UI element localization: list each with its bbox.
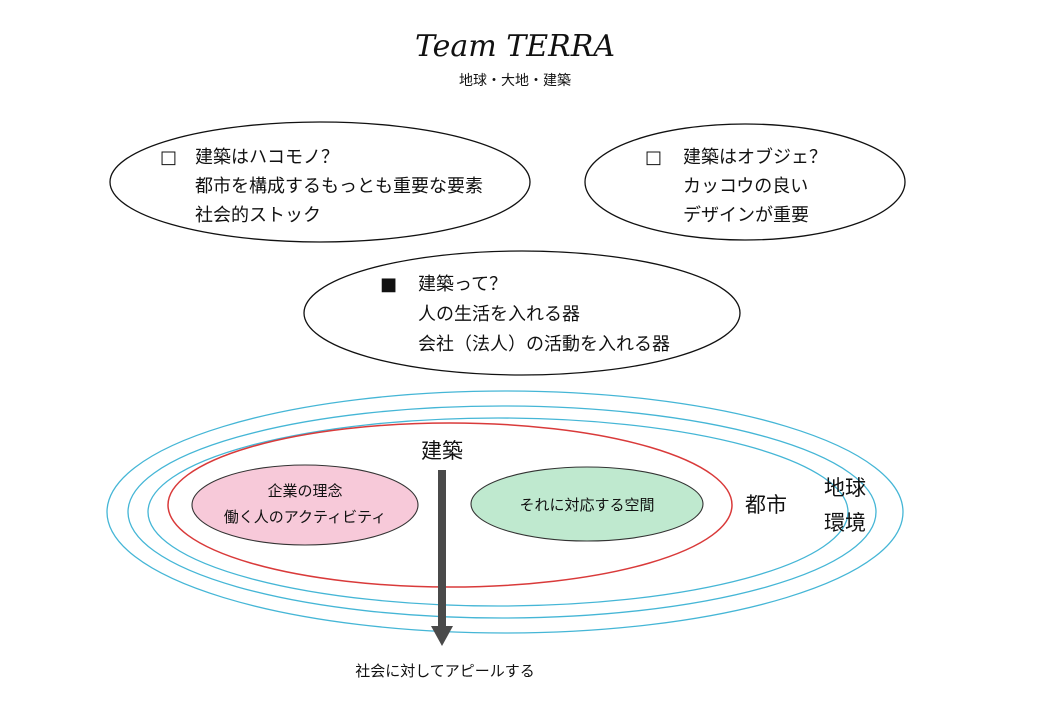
corresponding-space-ellipse: それに対応する空間 [470, 466, 704, 542]
inner-right-line: それに対応する空間 [519, 496, 654, 514]
inner-ellipse-right [470, 466, 704, 542]
bubble-line: 建築はハコモノ？ [195, 147, 339, 168]
bottom-caption: 社会に対してアピールする [355, 662, 535, 680]
page-title: Team TERRA [415, 29, 615, 64]
inner-left-line: 働く人のアクティビティ [224, 508, 386, 526]
earth-label-line: 環境 [824, 511, 866, 535]
earth-ring-middle [127, 405, 877, 619]
bubble-outline [584, 123, 906, 241]
bubble-line: 社会的ストック [195, 205, 321, 226]
bubble-line: 建築って？ [418, 274, 507, 295]
bubble-marker: □ [645, 147, 662, 168]
bubble-line: 都市を構成するもっとも重要な要素 [195, 176, 483, 197]
earth-label-line: 地球 [824, 476, 866, 500]
bubble-marker: □ [160, 147, 177, 168]
bubble-marker: ■ [380, 274, 397, 295]
bubble-outline [303, 250, 741, 376]
arrow-shaft [438, 470, 446, 628]
bubble-kenchiku-question: ■ 建築って？ 人の生活を入れる器 会社（法人）の活動を入れる器 [303, 250, 741, 376]
bubble-objet: □ 建築はオブジェ？ カッコウの良い デザインが重要 [584, 123, 906, 241]
arrow-head [431, 626, 453, 646]
city-ring [167, 422, 733, 588]
earth-ring-inner [147, 417, 849, 607]
inner-ellipse-left [191, 464, 419, 546]
earth-rings [106, 390, 904, 634]
page-subtitle: 地球・大地・建築 [459, 73, 571, 89]
bubble-hakomono: □ 建築はハコモノ？ 都市を構成するもっとも重要な要素 社会的ストック [109, 121, 531, 243]
inner-left-line: 企業の理念 [267, 482, 342, 500]
bubble-line: 人の生活を入れる器 [418, 304, 580, 325]
arrow-label-kenchiku: 建築 [421, 439, 463, 463]
city-label: 都市 [745, 493, 787, 517]
bubble-line: デザインが重要 [683, 205, 809, 226]
bubble-line: 建築はオブジェ？ [683, 146, 827, 168]
earth-ring-outer [106, 390, 904, 634]
bubble-line: 会社（法人）の活動を入れる器 [418, 334, 670, 355]
down-arrow [431, 470, 453, 646]
bubble-line: カッコウの良い [683, 176, 808, 197]
corporate-philosophy-ellipse: 企業の理念 働く人のアクティビティ [191, 464, 419, 546]
bubble-outline [109, 121, 531, 243]
